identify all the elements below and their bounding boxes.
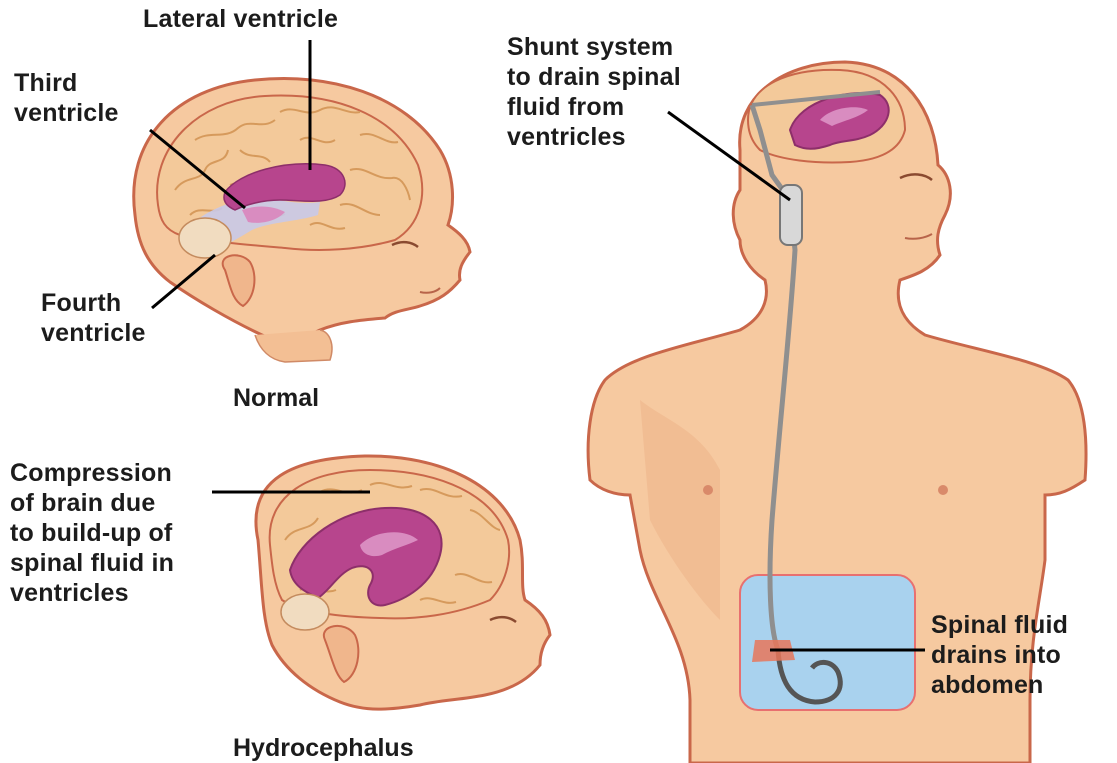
hydro-cerebellum (281, 594, 329, 630)
label-spinal-fluid-drains: Spinal fluid drains into abdomen (931, 610, 1068, 700)
normal-cerebellum (179, 218, 231, 258)
caption-hydrocephalus: Hydrocephalus (233, 734, 414, 763)
label-fourth-ventricle: Fourth ventricle (41, 288, 146, 348)
label-lateral-ventricle: Lateral ventricle (143, 4, 338, 34)
left-nipple (703, 485, 713, 495)
normal-neck (255, 330, 332, 362)
label-third-ventricle: Third ventricle (14, 68, 119, 128)
label-shunt-system: Shunt system to drain spinal fluid from … (507, 32, 681, 152)
hydrocephalus-head (256, 456, 550, 709)
right-nipple (938, 485, 948, 495)
normal-head (134, 78, 470, 362)
caption-normal: Normal (233, 384, 319, 413)
label-compression: Compression of brain due to build-up of … (10, 458, 174, 608)
